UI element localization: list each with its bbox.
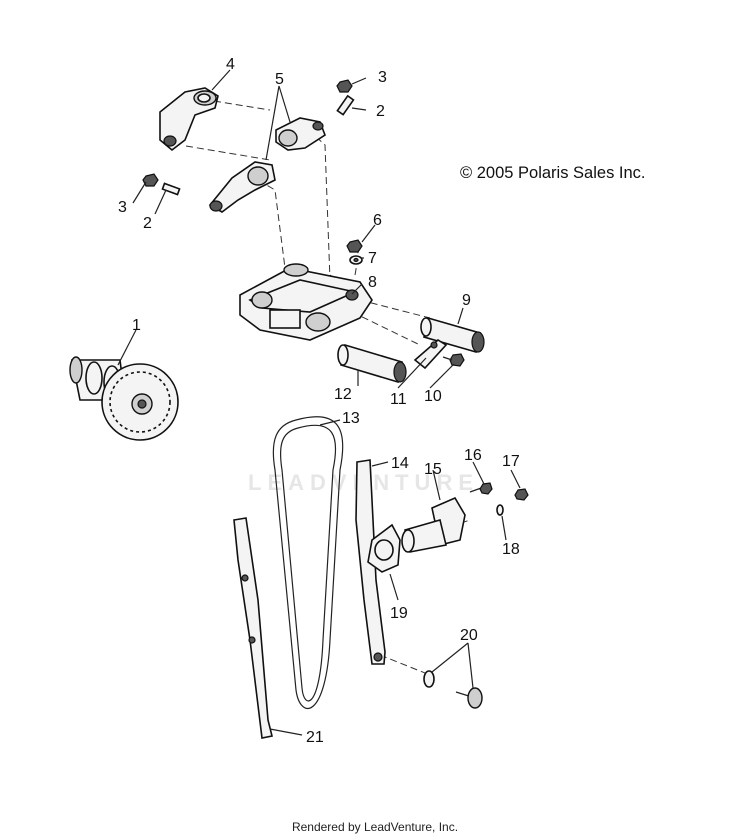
camshaft-sprocket-part-1 [69, 356, 179, 441]
callout-9: 9 [462, 292, 471, 309]
callout-17: 17 [502, 453, 520, 470]
callout-2-right: 2 [376, 103, 385, 120]
locknut-part-3-left [142, 173, 159, 187]
callout-labels: 1 2 2 3 3 4 5 6 7 8 9 10 11 12 13 14 15 … [118, 56, 520, 746]
rocker-arm-part-5-lower [208, 161, 276, 213]
callout-4: 4 [226, 56, 235, 73]
rocker-shaft-part-12 [337, 343, 407, 384]
callout-20: 20 [460, 627, 478, 644]
callout-3-right: 3 [378, 69, 387, 86]
callout-8: 8 [368, 274, 377, 291]
rocker-arm-part-5-upper [275, 117, 326, 151]
gasket-part-19 [367, 523, 401, 573]
callout-19: 19 [390, 605, 408, 622]
leader-lines [117, 69, 521, 736]
guide-blade-part-21 [233, 517, 273, 739]
rocker-shaft-part-9 [420, 316, 485, 354]
rocker-housing-part-8 [239, 263, 373, 341]
callout-7: 7 [368, 250, 377, 267]
bolt-part-10 [442, 353, 465, 367]
callout-21: 21 [306, 729, 324, 746]
adjuster-screw-part-2-right [336, 94, 355, 116]
cam-chain-part-13 [272, 416, 344, 709]
callout-11: 11 [390, 391, 407, 408]
callout-5: 5 [275, 71, 284, 88]
callout-3-left: 3 [118, 199, 127, 216]
nut-part-6 [346, 239, 363, 253]
o-ring-part-18 [496, 504, 504, 516]
pivot-bolt-part-20 [423, 670, 483, 709]
callout-12: 12 [334, 386, 352, 403]
rocker-arm-part-4 [159, 87, 219, 152]
callout-6: 6 [373, 212, 382, 229]
plug-part-17 [514, 488, 529, 501]
callout-2-left: 2 [143, 215, 152, 232]
callout-15: 15 [424, 461, 442, 478]
callout-16: 16 [464, 447, 482, 464]
chain-tensioner-part-15 [401, 496, 466, 553]
callout-14: 14 [391, 455, 409, 472]
retainer-plate-part-11 [413, 339, 448, 370]
callout-10: 10 [424, 388, 442, 405]
footer-credit: Rendered by LeadVenture, Inc. [291, 820, 459, 834]
copyright-text: © 2005 Polaris Sales Inc. [460, 164, 646, 182]
washer-part-7 [349, 255, 363, 265]
callout-1: 1 [132, 317, 141, 334]
bolt-part-16 [469, 482, 493, 495]
callout-18: 18 [502, 541, 520, 558]
adjuster-screw-part-2-left [161, 182, 181, 196]
locknut-part-3-right [336, 79, 353, 93]
callout-13: 13 [342, 410, 360, 427]
